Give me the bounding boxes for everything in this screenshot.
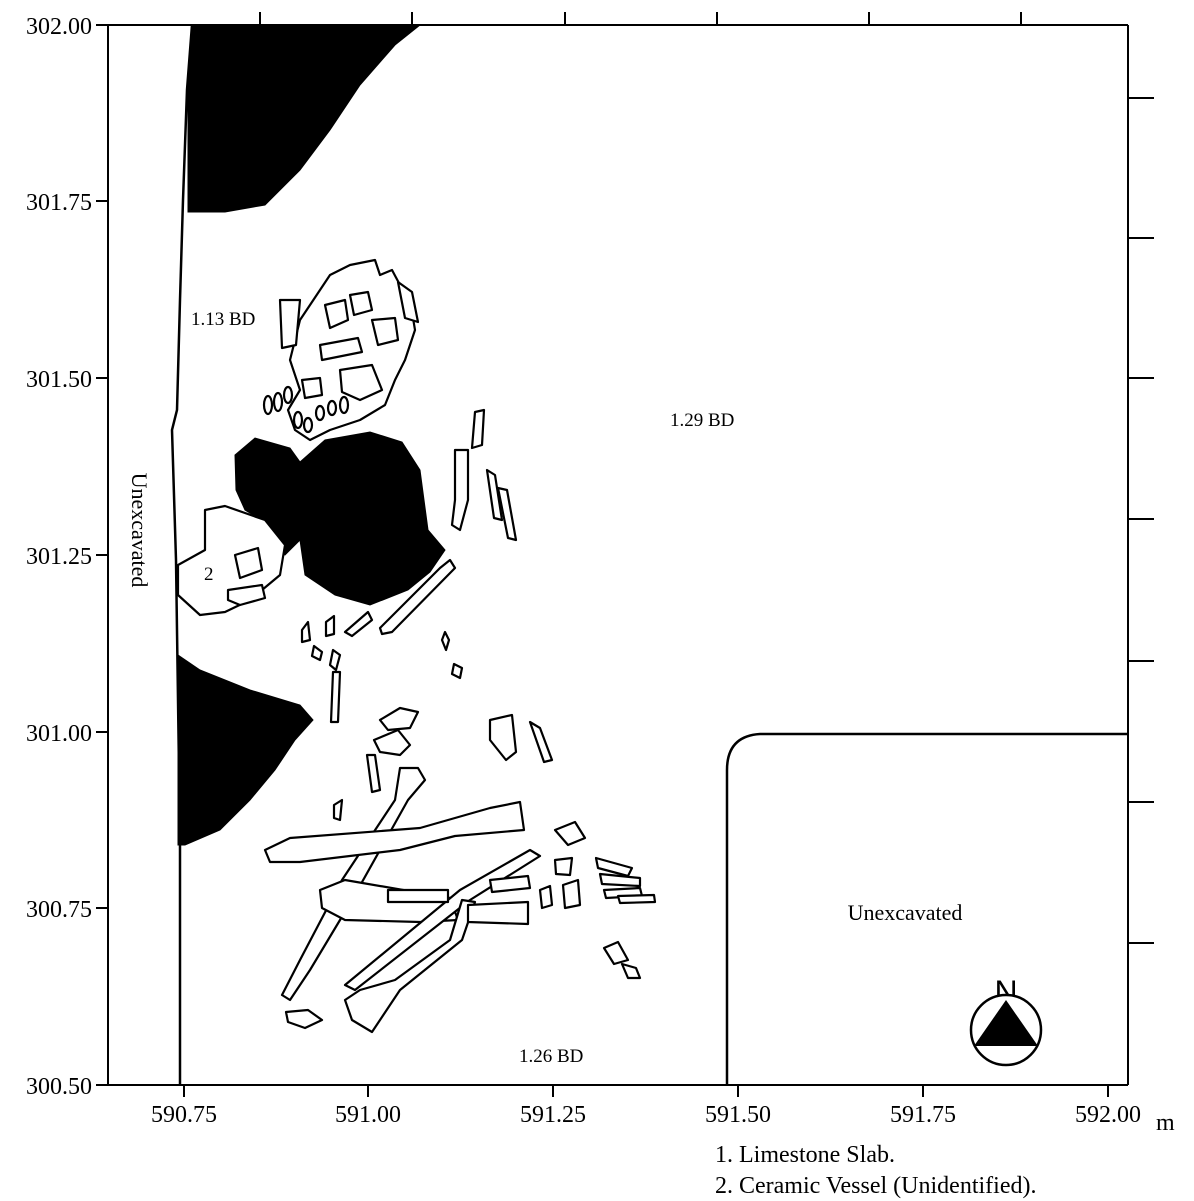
bone-fragment	[332, 798, 344, 822]
north-arrow-triangle-icon	[974, 1000, 1038, 1046]
bone-fragment	[485, 468, 504, 522]
bone-fragment	[300, 620, 312, 644]
y-tick-label: 300.75	[26, 897, 92, 923]
unexcavated-label-west: Unexcavated	[127, 473, 152, 588]
long-bone	[450, 448, 470, 532]
skull-fragment	[300, 376, 324, 400]
x-tick-label: 591.75	[890, 1102, 956, 1128]
bone-fragment	[440, 630, 451, 652]
limestone-slab-north	[187, 24, 422, 213]
bone-fragment	[324, 614, 336, 638]
bone-fragment	[538, 884, 554, 910]
bone-fragment	[328, 648, 342, 672]
bone-fragment	[561, 878, 582, 910]
y-tick-label: 302.00	[26, 14, 92, 40]
y-tick-label: 301.50	[26, 367, 92, 393]
tooth	[262, 394, 274, 416]
x-tick-labels: 590.75 591.00 591.25 591.50 591.75 592.0…	[151, 1102, 1175, 1136]
bone-fragment	[488, 713, 518, 762]
foot-bone	[616, 893, 657, 905]
y-tick-label: 301.75	[26, 190, 92, 216]
depth-label-center: 1.29 BD	[670, 410, 734, 431]
north-arrow: N	[969, 974, 1043, 1067]
limestone-slabs	[177, 24, 446, 846]
top-ticks	[259, 12, 1022, 25]
tooth	[282, 385, 294, 405]
tooth	[314, 404, 326, 422]
tooth	[338, 395, 350, 415]
bone-fragment	[470, 408, 486, 450]
vessel-sherd	[226, 583, 267, 607]
bone-fragment	[378, 706, 420, 732]
bone-fragment	[386, 888, 450, 904]
x-tick-label: 591.25	[520, 1102, 586, 1128]
legend: 1. Limestone Slab. 2. Ceramic Vessel (Un…	[715, 1142, 1036, 1199]
skull-fragment	[396, 280, 420, 324]
x-axis-ticks	[183, 1085, 1109, 1097]
y-tick-label: 300.50	[26, 1074, 92, 1100]
y-axis-ticks	[96, 24, 108, 1086]
bone-fragment	[466, 900, 530, 926]
bone-fragment	[553, 820, 587, 847]
skull-fragment	[338, 363, 384, 402]
scattered-bones-upper	[300, 408, 518, 724]
x-tick-label: 590.75	[151, 1102, 217, 1128]
skull-fragment	[278, 298, 302, 350]
legend-item-ceramic: 2. Ceramic Vessel (Unidentified).	[715, 1173, 1036, 1199]
skull-fragment	[323, 298, 350, 330]
long-bone	[378, 558, 457, 636]
foot-bone	[598, 872, 642, 888]
bone-fragment	[528, 720, 554, 764]
y-tick-labels: 302.00 301.75 301.50 301.25 301.00 300.7…	[26, 14, 92, 1100]
limestone-slab-west	[177, 654, 314, 846]
tooth	[326, 399, 338, 417]
tooth	[292, 410, 304, 430]
skull-fragment	[318, 336, 364, 362]
skull-fragments	[262, 258, 420, 442]
depth-label-south: 1.26 BD	[519, 1046, 583, 1067]
bone-fragment	[329, 670, 342, 724]
scattered-bones-lower	[263, 706, 657, 1034]
vessel-number-label: 2	[204, 564, 214, 585]
tooth	[302, 416, 314, 434]
y-tick-label: 301.25	[26, 544, 92, 570]
x-tick-label: 591.50	[705, 1102, 771, 1128]
x-tick-label: 592.00	[1075, 1102, 1141, 1128]
long-bone	[343, 898, 477, 1034]
tooth	[272, 391, 284, 413]
x-tick-label: 591.00	[335, 1102, 401, 1128]
legend-item-limestone: 1. Limestone Slab.	[715, 1142, 895, 1168]
bone-fragment	[450, 662, 464, 680]
southeast-unexcavated-boundary	[725, 732, 1128, 1085]
foot-bone	[620, 962, 642, 980]
bone-fragment	[310, 644, 324, 662]
bone-fragment	[284, 1008, 324, 1030]
bone-fragment	[488, 874, 532, 894]
skull-fragment	[348, 290, 374, 317]
bone-fragment	[365, 753, 382, 794]
foot-bone	[602, 940, 630, 966]
right-ticks	[1128, 97, 1154, 944]
skull-fragment	[370, 316, 400, 347]
bone-fragment	[372, 728, 412, 757]
ceramic-vessel: 2	[176, 504, 287, 617]
x-unit-label: m	[1156, 1110, 1175, 1136]
bone-fragment	[496, 486, 518, 542]
humerus	[263, 800, 526, 864]
vessel-sherd	[233, 546, 264, 580]
y-tick-label: 301.00	[26, 721, 92, 747]
bone-fragment	[343, 610, 374, 638]
depth-label-nw: 1.13 BD	[191, 309, 255, 330]
unexcavated-label-se: Unexcavated	[848, 900, 963, 925]
bone-fragment	[553, 856, 574, 877]
